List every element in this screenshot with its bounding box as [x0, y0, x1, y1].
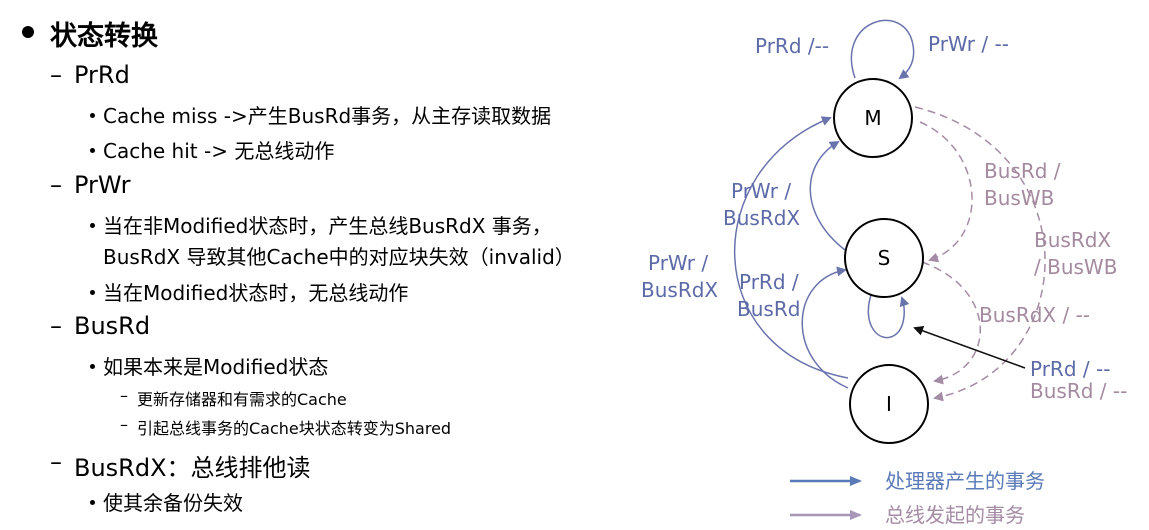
busrd-item: 如果本来是Modified状态: [103, 355, 329, 379]
i-to-m-label-1: PrWr /: [648, 251, 708, 275]
busrd-heading: BusRd: [74, 312, 151, 340]
m-to-s-label-2: BusWB: [984, 186, 1054, 210]
m-to-s-label-1: BusRd /: [984, 159, 1061, 183]
dash: –: [50, 312, 62, 340]
i-to-s-label-1: PrRd /: [739, 270, 799, 294]
s-self-label-2: BusRd / --: [1030, 379, 1127, 403]
m-to-s-arrow: [919, 121, 973, 263]
m-self-right-label: PrWr / --: [928, 32, 1009, 56]
prwr-heading: PrWr: [74, 171, 131, 199]
s-to-i-arrow: [921, 261, 981, 385]
m-to-i-arrow: [914, 106, 1046, 402]
s-self-loop-arrow: [867, 291, 910, 339]
busrdx-item: 使其余备份失效: [103, 491, 243, 515]
prwr-item-2: 当在Modified状态时，无总线动作: [103, 281, 409, 305]
prwr-item-1-line-1: 当在非Modified状态时，产生总线BusRdX 事务，: [103, 214, 552, 238]
busrdx-heading: BusRdX：总线排他读: [74, 454, 311, 482]
prrd-heading: PrRd: [74, 61, 130, 89]
i-to-s-arrow: [801, 266, 849, 389]
prwr-item-1-line-2: BusRdX 导致其他Cache中的对应块失效（invalid）: [103, 245, 575, 269]
m-to-i-label-2: / BusWB: [1034, 255, 1117, 279]
bullet: [90, 223, 95, 228]
dash: –: [120, 386, 128, 405]
i-to-s-label-2: BusRd: [737, 297, 800, 321]
s-to-m-arrow: [809, 140, 846, 251]
bullet: [90, 364, 95, 369]
s-self-loop-pointer: [913, 326, 1026, 369]
busrd-subitem-2: 引起总线事务的Cache块状态转变为Shared: [137, 419, 452, 438]
m-self-loop-arrow: [850, 19, 915, 80]
busrd-subitem-1: 更新存储器和有需求的Cache: [137, 390, 347, 409]
i-to-m-label-2: BusRdX: [641, 278, 718, 302]
dash: –: [50, 61, 62, 89]
legend-bus-label: 总线发起的事务: [885, 503, 1025, 527]
dash: –: [120, 415, 128, 434]
legend-processor-label: 处理器产生的事务: [885, 469, 1045, 493]
bullet: [90, 290, 95, 295]
state-i-label: I: [886, 392, 892, 416]
prrd-item-2: Cache hit -> 无总线动作: [103, 139, 335, 163]
bullet: [90, 500, 95, 505]
state-s-label: S: [878, 246, 891, 270]
outline-title: 状态转换: [50, 21, 158, 52]
m-self-left-label: PrRd /--: [755, 34, 829, 58]
state-m-label: M: [864, 106, 881, 130]
s-to-i-label: BusRdX / --: [979, 303, 1090, 327]
prrd-item-1: Cache miss ->产生BusRd事务，从主存读取数据: [103, 104, 552, 128]
s-to-m-label-2: BusRdX: [723, 206, 800, 230]
title-bullet: [22, 26, 34, 38]
s-to-m-label-1: PrWr /: [731, 179, 791, 203]
dash: –: [50, 171, 62, 199]
i-to-m-arrow: [734, 116, 849, 379]
s-self-label-1: PrRd / --: [1030, 357, 1110, 381]
bullet: [90, 148, 95, 153]
dash: –: [50, 448, 62, 476]
m-to-i-label-1: BusRdX: [1034, 228, 1111, 252]
bullet: [90, 113, 95, 118]
state-s-node: [844, 218, 924, 298]
state-i-node: [849, 364, 929, 444]
state-m-node: [833, 78, 913, 158]
